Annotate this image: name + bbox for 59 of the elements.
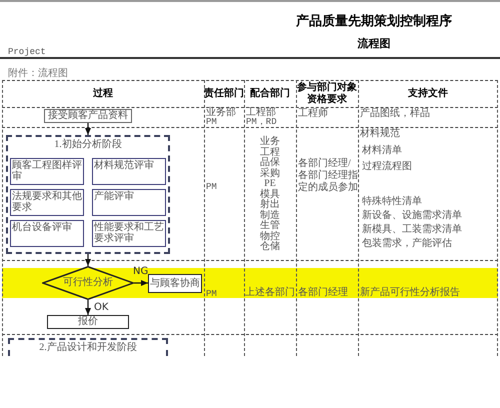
requirement-text: 各部门经理/各部门经理指定的成员参加 [298,158,358,194]
arrow [134,280,148,286]
column-header: 过程 [93,88,113,100]
requirement-text: 各部门经理 [298,288,348,298]
department-name: 物控 [260,232,280,242]
column-header: 参与部门对象资格要求 [296,82,358,106]
document-name: 特殊特性清单 [362,197,422,207]
department-name: 射出 [260,200,280,210]
department-name: 工程 [260,148,280,158]
role-abbreviation: PM [206,118,217,127]
department-name: 模具 [260,190,280,200]
department-name: 业务 [260,137,280,147]
process-box: 接受顾客产品资料 [44,109,132,123]
role-abbreviation: PM [206,183,217,192]
dashed-group-box [8,338,168,356]
process-box: 机台设备评审 [10,220,84,247]
department-name: 上述各部门 [245,288,295,298]
process-box: 法规要求和其他要求 [10,189,84,216]
document-name: 材料规范 [360,129,400,139]
page-title: 产品质量先期策划控制程序 [296,14,452,30]
decision-diamond: 可行性分析 [42,266,134,300]
department-name: 仓储 [260,242,280,252]
process-box: 与顾客协商 [148,274,202,293]
document-name: 新产品可行性分析报告 [360,288,460,298]
arrow [85,254,91,266]
role-abbreviation: PM，RD [246,118,277,127]
page-subtitle: 流程图 [358,37,390,50]
group-title: 2.产品设计和开发阶段 [39,342,137,354]
arrow [85,300,91,315]
process-box: 产能评审 [92,189,166,216]
dashed-group-box [6,135,170,254]
edge-label: OK [94,302,108,313]
document-name: 包装需求，产能评估 [362,239,452,249]
edge-label: NG [133,266,148,277]
document-name: 产品图纸，样品 [360,109,430,119]
document-name: 过程流程图 [362,162,412,172]
arrow [85,123,91,135]
department-name: 制造 [260,210,280,220]
project-label: Project [8,47,46,57]
department-name: PE [264,179,276,189]
process-box: 报价 [47,315,129,329]
department-name: 生管 [260,221,280,231]
attachment-note: 附件：流程图 [8,68,68,80]
department-name: 业务部 [206,108,236,118]
document-name: 新模具、工装需求清单 [362,225,462,235]
column-header: 责任部门 [204,88,244,100]
department-name: 采购 [260,168,280,178]
process-box: 顾客工程图样评审 [10,158,84,185]
process-box: 材料规范评审 [92,158,166,185]
column-header: 支持文件 [408,88,448,100]
department-name: 品保 [260,158,280,168]
role-abbreviation: PM [206,290,217,299]
column-header: 配合部门 [250,88,290,100]
document-name: 新设备、设施需求清单 [362,211,462,221]
requirement-text: 工程师 [298,109,328,119]
department-name: 工程部 [246,108,276,118]
group-title: 1.初始分析阶段 [54,139,122,151]
process-box: 性能要求和工艺要求评审 [92,220,166,247]
document-name: 材料清单 [362,146,402,156]
